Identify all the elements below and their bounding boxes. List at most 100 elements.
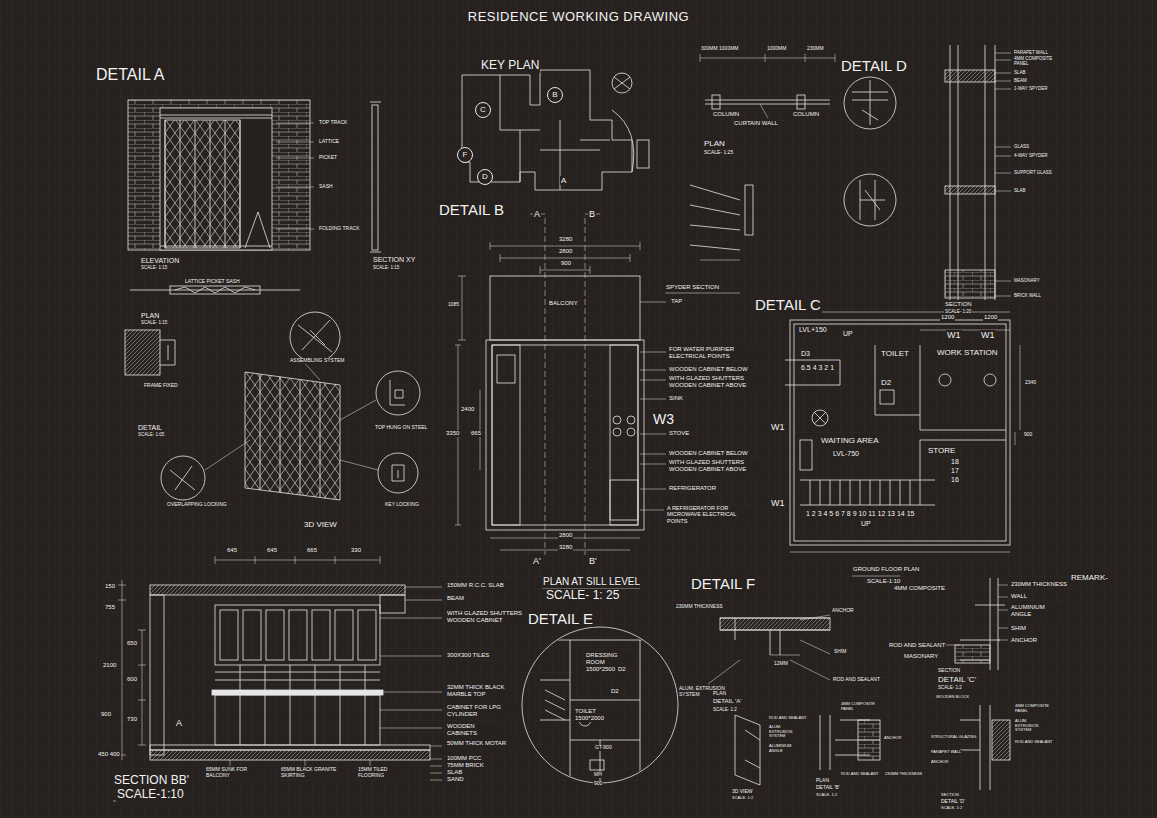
marker-letter: B xyxy=(552,91,557,99)
drawing-label: 15MM TILED FLOORING xyxy=(357,767,407,779)
detail-b-drawing xyxy=(545,218,585,555)
detail-a-drawing xyxy=(125,330,160,375)
drawing-label: 12MM xyxy=(773,661,789,667)
drawing-label: SAND xyxy=(446,776,465,783)
drawing-label: ROD AND SEALANT xyxy=(1014,740,1054,745)
detail-b-drawing xyxy=(490,246,640,270)
drawing-label: ALUMINIUM ANGLE xyxy=(1010,604,1057,618)
detail-heading: SCALE- 1: 25 xyxy=(545,589,620,603)
detail-heading: DETAIL C xyxy=(754,296,822,313)
drawing-label: BRICK WALL xyxy=(1013,293,1042,298)
detail-f-drawing xyxy=(820,715,880,770)
detail-d-drawing xyxy=(745,185,753,235)
detail-f-drawing xyxy=(720,618,830,630)
detail-d-drawing xyxy=(860,180,885,220)
drawing-label: 650 xyxy=(126,640,138,647)
drawing-label: 1000MM xyxy=(766,46,787,52)
detail-a-drawing xyxy=(170,466,195,490)
detail-c-drawing xyxy=(785,312,1020,670)
detail-d-drawing xyxy=(760,104,768,118)
drawing-label: SCALE-1:10 xyxy=(866,578,901,585)
section-bb-drawing xyxy=(150,585,405,595)
drawing-label: WOODEN BLOCK xyxy=(935,695,970,700)
drawing-label: SCALE- 1:05 xyxy=(137,432,165,437)
detail-d-drawing xyxy=(797,95,805,109)
detail-a-drawing xyxy=(125,100,420,500)
detail-b-drawing xyxy=(490,538,640,550)
detail-c-drawing xyxy=(794,324,1006,541)
drawing-label: REMARK- xyxy=(1070,573,1109,582)
detail-d-drawing xyxy=(945,70,995,82)
drawing-label: UP xyxy=(842,330,854,338)
drawing-label: 665 xyxy=(470,430,482,437)
key-plan-drawing xyxy=(500,75,610,190)
drawing-label: B' xyxy=(588,556,598,566)
section-bb-drawing xyxy=(230,760,370,766)
drawing-label: SCALE- 1:2 xyxy=(937,685,963,690)
drawing-label: COLUMN xyxy=(792,111,820,118)
detail-c-drawing xyxy=(852,576,900,577)
marker-circle: D xyxy=(477,169,493,185)
drawing-label: D3 xyxy=(800,350,811,358)
drawing-label: SHIM xyxy=(833,649,848,655)
drawing-label: SINK xyxy=(668,395,684,402)
drawing-label: D2 xyxy=(880,378,892,387)
section-bb-drawing xyxy=(212,690,383,695)
drawing-label: UP xyxy=(860,520,872,528)
drawing-label: 65MM BLACK GRANITE SKIRTING xyxy=(280,767,344,779)
drawing-label: W1 xyxy=(770,422,786,432)
drawing-label: 3280 xyxy=(558,544,573,551)
drawing-label: 2100 xyxy=(102,662,117,669)
drawing-label: 1 2 3 4 5 6 7 8 9 10 11 12 13 14 15 xyxy=(805,510,915,518)
detail-b-drawing xyxy=(486,340,644,530)
section-bb-drawing xyxy=(150,750,430,760)
detail-a-drawing xyxy=(370,102,381,252)
marker-circle: F xyxy=(457,147,473,163)
drawing-label: ROD AND SEALANT xyxy=(768,716,808,721)
detail-b-drawing xyxy=(490,276,640,340)
section-bb-drawing xyxy=(335,610,353,660)
drawing-label: MASONARY xyxy=(903,653,939,660)
detail-b-drawing xyxy=(640,302,666,510)
drawing-label: DETAIL 'C' xyxy=(937,675,977,684)
drawing-label: STORE xyxy=(927,446,956,455)
key-plan-drawing xyxy=(612,110,634,172)
drawing-label: ALUMINIUM ANGLE xyxy=(768,744,802,753)
drawing-label: 4MM COMPOSITE PANEL xyxy=(840,702,876,711)
drawing-label: SCALE- 1:2 xyxy=(940,806,963,811)
drawing-label: 65MM SUNK FOR BALCONY xyxy=(205,767,259,779)
drawing-label: SECTION xyxy=(937,668,961,674)
section-bb-drawing xyxy=(312,610,330,660)
detail-a-drawing xyxy=(376,371,420,415)
detail-heading: DETAIL E xyxy=(527,610,594,627)
drawing-label: 900 xyxy=(100,711,112,718)
detail-a-drawing xyxy=(245,212,270,248)
drawing-label: PARAPET WALL xyxy=(1013,50,1049,55)
detail-a-drawing xyxy=(290,312,340,362)
key-plan-drawing xyxy=(614,77,630,89)
section-bb-drawing xyxy=(266,610,284,660)
drawing-label: SLAB xyxy=(446,769,463,776)
drawing-label: 230MM THICKNESS xyxy=(1010,581,1068,588)
drawing-label: LVL-750 xyxy=(832,450,860,458)
drawing-label: SCALE- 1:2 xyxy=(712,707,738,712)
section-bb-drawing xyxy=(358,610,376,660)
detail-c-drawing xyxy=(814,412,826,424)
drawing-label: SHIM xyxy=(1010,625,1027,632)
drawing-label: ALUM. EXTRUSION SYSTEM xyxy=(768,725,802,739)
drawing-label: SUPPORT GLASS xyxy=(1013,170,1053,175)
section-bb-drawing xyxy=(380,587,442,780)
detail-heading: DETAIL A xyxy=(95,66,165,84)
drawing-label: 900 xyxy=(593,781,603,787)
detail-c-drawing xyxy=(984,374,996,386)
drawing-label: A' xyxy=(532,556,542,566)
drawing-label: MASONARY xyxy=(1013,278,1041,283)
drawing-label: STRUCTURAL GLAZING xyxy=(930,735,977,740)
detail-f-drawing xyxy=(992,720,1010,760)
detail-b-drawing xyxy=(497,355,515,383)
section-bb-drawing xyxy=(215,556,380,564)
detail-d-drawing xyxy=(705,100,830,104)
drawing-label: ANCHOR xyxy=(883,736,902,741)
detail-heading: SCALE-1:10 xyxy=(116,788,185,802)
